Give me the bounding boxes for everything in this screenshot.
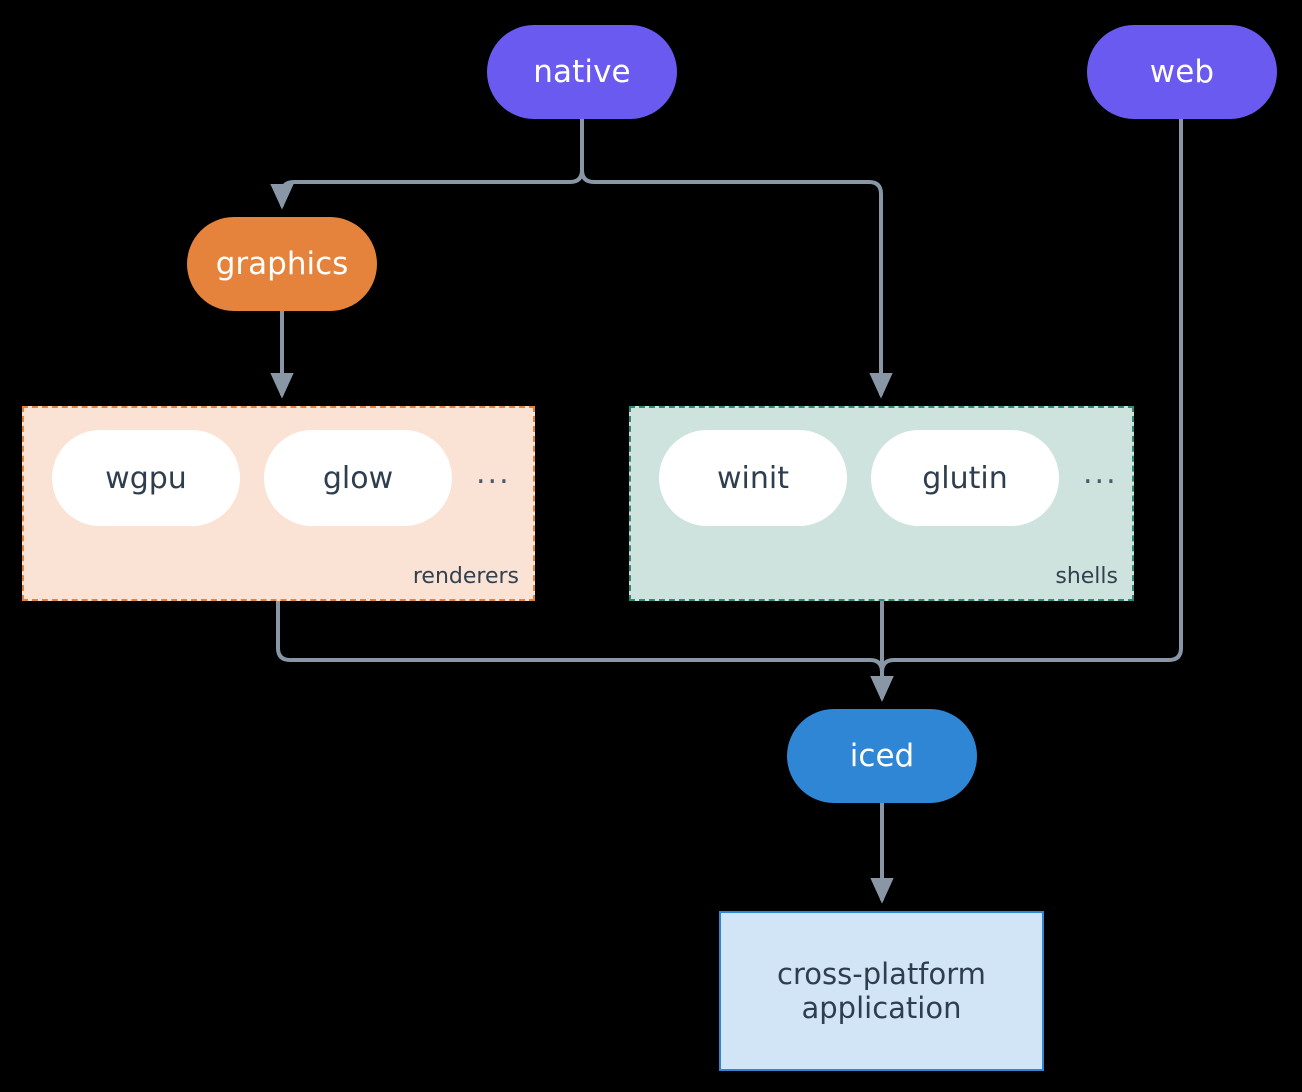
node-graphics-label: graphics	[215, 245, 349, 282]
node-winit-label: winit	[717, 460, 789, 496]
node-winit[interactable]: winit	[659, 430, 847, 526]
renderers-overflow-ellipsis: ...	[476, 455, 511, 491]
node-application-label: cross-platform application	[777, 956, 986, 1025]
node-native[interactable]: native	[487, 25, 677, 119]
edge-native-to-shells	[580, 117, 893, 399]
shells-overflow-ellipsis: ...	[1083, 455, 1118, 491]
node-glow-label: glow	[322, 460, 394, 496]
node-glutin[interactable]: glutin	[871, 430, 1059, 526]
node-cross-platform-application[interactable]: cross-platform application	[719, 911, 1044, 1071]
group-renderers-title: renderers	[412, 564, 519, 589]
group-renderers-items: wgpu glow ...	[24, 430, 533, 526]
node-glow[interactable]: glow	[264, 430, 452, 526]
edge-native-to-graphics	[270, 117, 584, 210]
group-shells: winit glutin ... shells	[629, 406, 1134, 601]
node-wgpu[interactable]: wgpu	[52, 430, 240, 526]
group-shells-items: winit glutin ...	[631, 430, 1132, 526]
node-glutin-label: glutin	[922, 460, 1008, 496]
node-wgpu-label: wgpu	[105, 460, 187, 496]
node-web-label: web	[1149, 53, 1215, 90]
group-shells-title: shells	[1055, 564, 1118, 589]
edge-renderers-to-iced	[276, 599, 894, 702]
node-web[interactable]: web	[1087, 25, 1277, 119]
group-renderers: wgpu glow ... renderers	[22, 406, 535, 601]
node-iced[interactable]: iced	[787, 709, 977, 803]
node-iced-label: iced	[849, 737, 915, 774]
node-native-label: native	[533, 53, 631, 90]
node-graphics[interactable]: graphics	[187, 217, 377, 311]
